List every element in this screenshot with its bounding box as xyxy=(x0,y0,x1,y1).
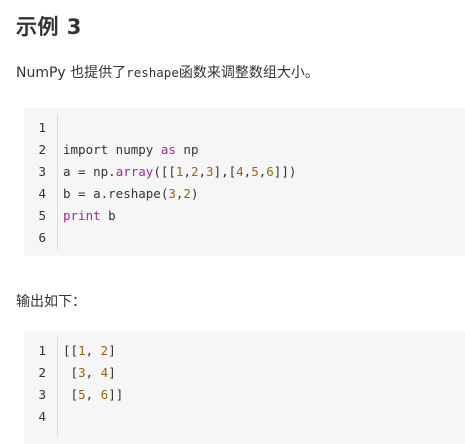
code-token: 6 xyxy=(266,164,274,179)
code-line: 3 [5, 6]] xyxy=(24,384,123,406)
code-block-output[interactable]: 1[[1, 2]2 [3, 4]3 [5, 6]]4 xyxy=(24,331,465,444)
code-token: 3 xyxy=(206,164,214,179)
code-token: a = np. xyxy=(63,164,116,179)
line-number: 2 xyxy=(38,365,46,380)
code-token: ([[ xyxy=(153,164,176,179)
code-line: 5 print b xyxy=(24,205,115,227)
code-token: as xyxy=(160,142,176,157)
code-token: print xyxy=(63,208,101,223)
line-number: 2 xyxy=(38,142,46,157)
code-token: 5 xyxy=(251,164,259,179)
section-heading: 示例 3 xyxy=(16,15,82,39)
code-text: [5, 6]] xyxy=(63,384,124,406)
code-token: 5 xyxy=(78,387,86,402)
code-line: 1 xyxy=(24,117,46,139)
code-token: , xyxy=(85,387,101,402)
code-text: a = np.array([[1,2,3],[4,5,6]]) xyxy=(63,161,296,183)
code-text: import numpy as np xyxy=(63,139,198,161)
description-suffix: 函数来调整数组大小。 xyxy=(178,65,319,81)
code-token: array xyxy=(115,164,154,179)
description-prefix: NumPy 也提供了 xyxy=(16,65,127,81)
line-number: 6 xyxy=(38,230,46,245)
code-token: , xyxy=(243,164,252,179)
code-token: b xyxy=(100,208,116,223)
line-number: 4 xyxy=(38,186,46,201)
gutter-divider xyxy=(57,114,58,250)
line-number: 3 xyxy=(38,164,46,179)
code-token: 3 xyxy=(168,186,176,201)
code-line: 2 [3, 4] xyxy=(24,362,115,384)
code-token: , xyxy=(85,343,101,358)
code-token: 6 xyxy=(100,387,109,402)
gutter-divider xyxy=(57,337,58,437)
line-number: 1 xyxy=(38,120,46,135)
code-token: 2 xyxy=(183,186,191,201)
line-number: 5 xyxy=(38,208,46,223)
description-paragraph: NumPy 也提供了reshape函数来调整数组大小。 xyxy=(16,62,319,82)
code-text: [3, 4] xyxy=(63,362,116,384)
code-token: ) xyxy=(190,186,199,201)
line-number: 4 xyxy=(38,409,46,424)
code-token: , xyxy=(198,164,207,179)
code-text: print b xyxy=(63,205,116,227)
code-token: ]] xyxy=(108,387,124,402)
code-token: 3 xyxy=(78,365,86,380)
code-line: 1[[1, 2] xyxy=(24,340,115,362)
code-line: 4 xyxy=(24,406,46,428)
code-token: , xyxy=(175,186,184,201)
code-token: , xyxy=(85,365,101,380)
inline-code-reshape: reshape xyxy=(126,65,179,80)
code-token: 2 xyxy=(190,164,199,179)
code-text: b = a.reshape(3,2) xyxy=(63,183,198,205)
output-heading: 输出如下： xyxy=(16,294,86,310)
code-text: [[1, 2] xyxy=(63,340,116,362)
code-token: b = a.reshape( xyxy=(63,186,169,201)
code-token: ],[ xyxy=(213,164,237,179)
code-token: ]]) xyxy=(273,164,297,179)
code-token: ] xyxy=(108,343,116,358)
code-token: ] xyxy=(108,365,116,380)
code-token: 4 xyxy=(236,164,244,179)
code-token: 1 xyxy=(78,343,86,358)
code-lines: 1[[1, 2]2 [3, 4]3 [5, 6]]4 xyxy=(24,331,123,428)
code-token: import numpy xyxy=(63,142,161,157)
code-token: 2 xyxy=(100,343,109,358)
code-token: [ xyxy=(63,387,79,402)
code-line: 6 xyxy=(24,227,46,249)
code-token: [[ xyxy=(63,343,79,358)
line-number: 1 xyxy=(38,343,46,358)
code-token: np xyxy=(175,142,199,157)
code-line: 4 b = a.reshape(3,2) xyxy=(24,183,198,205)
code-token: 1 xyxy=(175,164,184,179)
code-line: 2 import numpy as np xyxy=(24,139,198,161)
code-token: , xyxy=(183,164,191,179)
line-number: 3 xyxy=(38,387,46,402)
code-token: [ xyxy=(63,365,79,380)
code-token: 4 xyxy=(100,365,109,380)
code-token: , xyxy=(258,164,267,179)
